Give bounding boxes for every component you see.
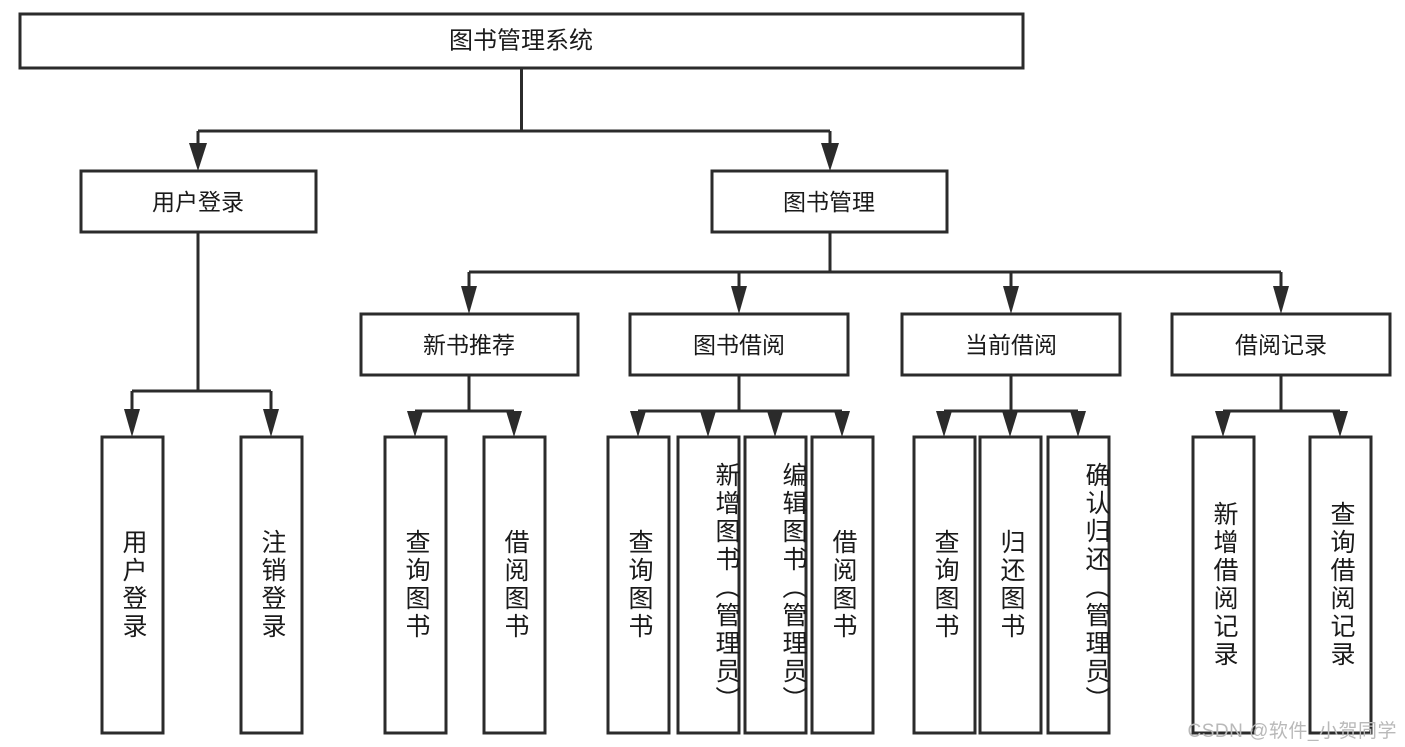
- node-new-book-recommend-label: 新书推荐: [423, 332, 515, 358]
- node-book-borrow-box[interactable]: [628, 312, 850, 377]
- arrow-head-cb-leaf1: [936, 411, 952, 437]
- arrow-head-cb-leaf2: [1002, 411, 1018, 437]
- arrow-head-nb-leaf2: [506, 411, 522, 437]
- node-root-box[interactable]: [18, 12, 1025, 70]
- node-layer: 图书管理系统 用户登录 图书管理 新书推荐 图书借阅 当前借阅 借阅记录: [18, 12, 1392, 735]
- arrow-head-current-borrow: [1003, 286, 1019, 314]
- node-current-borrow-label: 当前借阅: [965, 332, 1057, 358]
- arrow-head-leaf-user-login: [124, 409, 140, 437]
- node-root-label: 图书管理系统: [449, 28, 593, 55]
- leaf-box-nb-query-book[interactable]: [383, 435, 448, 735]
- leaf-box-bb-add-book[interactable]: [676, 435, 741, 735]
- arrow-head-bb-leaf1: [630, 411, 646, 437]
- arrow-head-leaf-logout: [263, 409, 279, 437]
- node-book-borrow-label: 图书借阅: [693, 332, 785, 358]
- leaf-box-br-add-record[interactable]: [1191, 435, 1256, 735]
- arrow-head-user-login: [189, 143, 207, 171]
- leaf-box-bb-query-book[interactable]: [606, 435, 671, 735]
- arrow-head-br-leaf1: [1215, 411, 1231, 437]
- leaf-box-br-query-record[interactable]: [1308, 435, 1373, 735]
- arrow-head-book-mgmt: [821, 143, 839, 171]
- leaf-box-bb-borrow-book[interactable]: [810, 435, 875, 735]
- node-user-login-label: 用户登录: [152, 189, 244, 215]
- arrow-head-borrow-record: [1273, 286, 1289, 314]
- arrow-head-nb-leaf1: [407, 411, 423, 437]
- arrow-head-book-borrow: [731, 286, 747, 314]
- connector-layer: [124, 68, 1348, 437]
- node-book-management-box[interactable]: [710, 169, 949, 234]
- arrow-head-new-book: [461, 286, 477, 314]
- node-user-login-box[interactable]: [79, 169, 318, 234]
- arrow-head-cb-leaf3: [1070, 411, 1086, 437]
- node-new-book-recommend-box[interactable]: [359, 312, 580, 377]
- leaf-box-cb-confirm-return[interactable]: [1046, 435, 1111, 735]
- leaf-box-bb-edit-book[interactable]: [743, 435, 808, 735]
- leaf-box-logout[interactable]: [239, 435, 304, 735]
- arrow-head-bb-leaf3: [767, 411, 783, 437]
- csdn-watermark: CSDN @软件_小贺同学: [1187, 721, 1397, 742]
- arrow-head-br-leaf2: [1332, 411, 1348, 437]
- node-book-management-label: 图书管理: [783, 189, 875, 215]
- arrow-head-bb-leaf2: [700, 411, 716, 437]
- leaf-box-cb-return-book[interactable]: [978, 435, 1043, 735]
- node-borrow-record-label: 借阅记录: [1235, 332, 1327, 358]
- node-current-borrow-box[interactable]: [900, 312, 1122, 377]
- leaf-box-user-login[interactable]: [100, 435, 165, 735]
- node-borrow-record-box[interactable]: [1170, 312, 1392, 377]
- leaf-box-cb-query-book[interactable]: [912, 435, 977, 735]
- leaf-box-nb-borrow-book[interactable]: [482, 435, 547, 735]
- arrow-head-bb-leaf4: [834, 411, 850, 437]
